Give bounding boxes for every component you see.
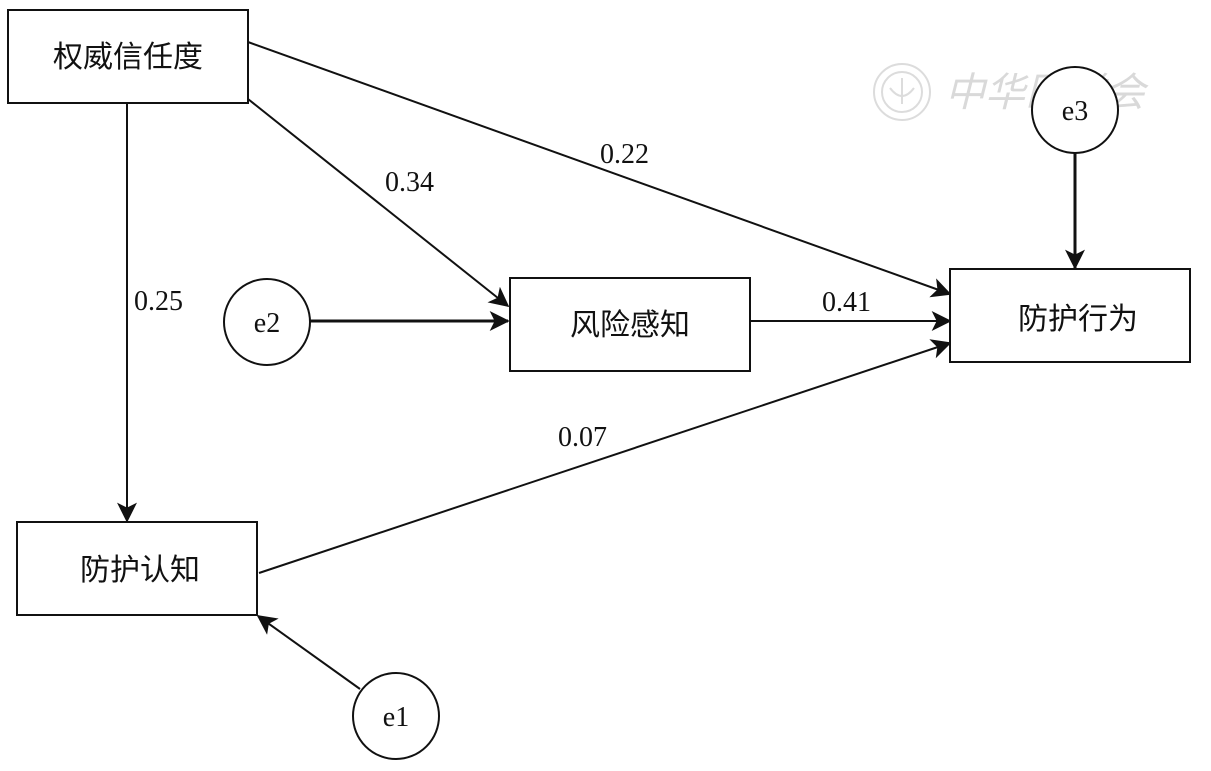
edge-e1-to-cognition bbox=[256, 615, 361, 690]
node-box bbox=[509, 277, 751, 372]
error-circle bbox=[1031, 66, 1119, 154]
error-e1: e1 bbox=[352, 672, 440, 760]
error-e2: e2 bbox=[223, 278, 311, 366]
error-label: e3 bbox=[1062, 96, 1088, 127]
edge-authority-to-behavior bbox=[247, 41, 952, 298]
watermark-seal-icon bbox=[873, 63, 931, 121]
node-label: 风险感知 bbox=[570, 308, 690, 343]
error-circle bbox=[223, 278, 311, 366]
error-label: e2 bbox=[254, 308, 280, 339]
node-protective-cognition: 防护认知 bbox=[16, 521, 258, 616]
node-protective-behavior: 防护行为 bbox=[949, 268, 1191, 363]
node-box bbox=[7, 9, 249, 104]
node-authority-trust: 权威信任度 bbox=[7, 9, 249, 104]
coef-authority-risk: 0.34 bbox=[385, 167, 434, 198]
coef-authority-cognition: 0.25 bbox=[134, 286, 183, 317]
edge-cognition-to-behavior bbox=[258, 339, 952, 574]
coef-risk-behavior: 0.41 bbox=[822, 287, 871, 318]
node-label: 防护行为 bbox=[1018, 302, 1138, 337]
node-box bbox=[949, 268, 1191, 363]
node-risk-perception: 风险感知 bbox=[509, 277, 751, 372]
edge-authority-to-risk bbox=[247, 98, 510, 308]
coef-cognition-behavior: 0.07 bbox=[558, 422, 607, 453]
error-e3: e3 bbox=[1031, 66, 1119, 154]
error-circle bbox=[352, 672, 440, 760]
coefficients: 0.22 0.34 0.25 0.41 0.07 bbox=[134, 139, 871, 453]
node-label: 防护认知 bbox=[80, 553, 200, 588]
edges bbox=[117, 41, 1085, 690]
error-label: e1 bbox=[383, 702, 409, 733]
node-label: 权威信任度 bbox=[53, 40, 203, 75]
coef-authority-behavior: 0.22 bbox=[600, 139, 649, 170]
node-box bbox=[16, 521, 258, 616]
